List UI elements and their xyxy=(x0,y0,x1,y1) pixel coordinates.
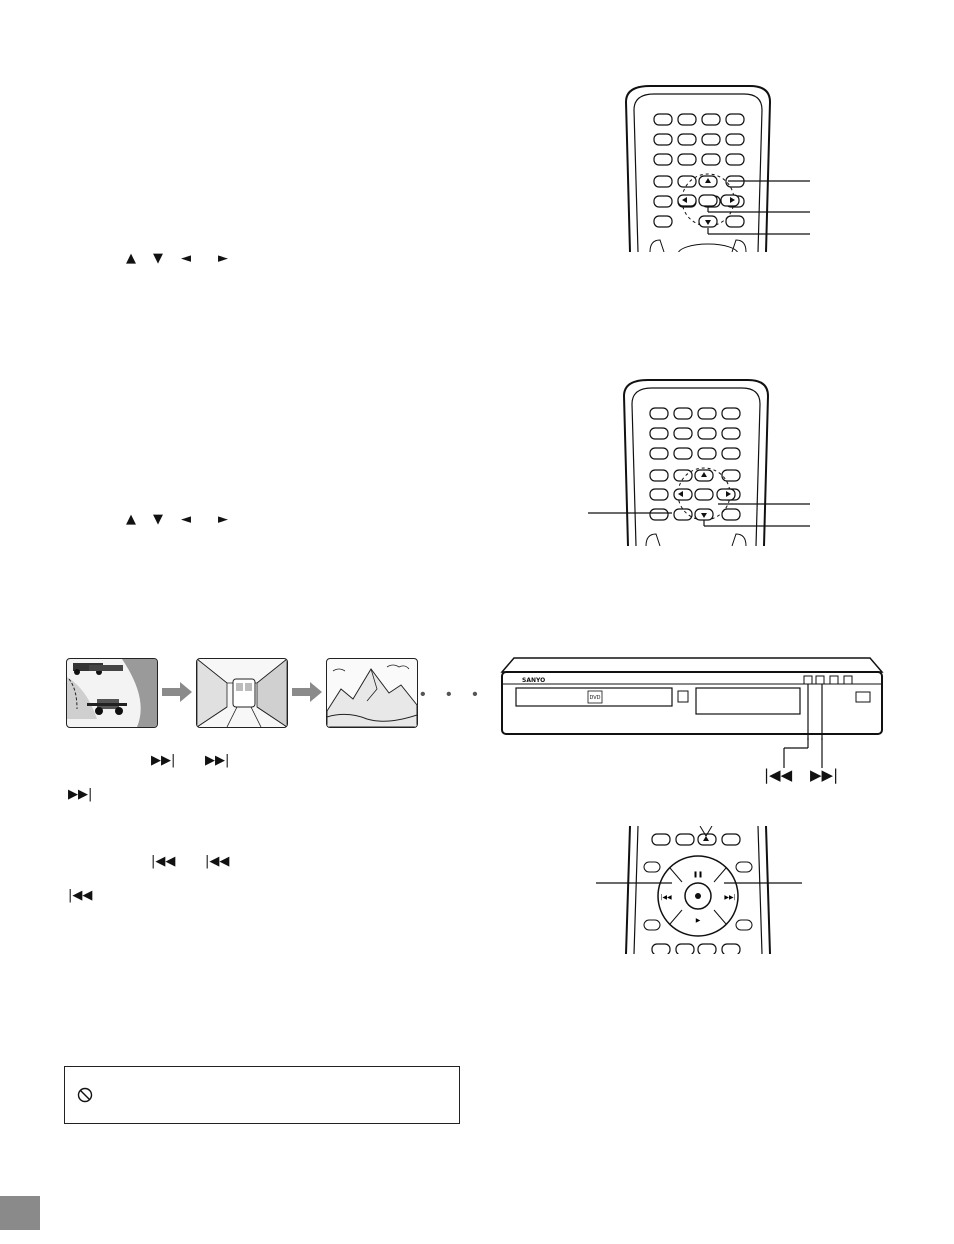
next-chapter-icon: ▶▶| xyxy=(68,787,93,802)
thumbnail-mountain-landscape xyxy=(326,658,418,728)
brand-logo: SANYO xyxy=(522,677,545,684)
dvd-player: DVD SANYO xyxy=(500,657,884,740)
note-box xyxy=(64,1066,460,1124)
left-arrow-icon: ◄ xyxy=(181,512,191,527)
up-arrow-icon: ▲ xyxy=(126,251,136,266)
remote-control-top-2 xyxy=(588,379,810,546)
thumbnail-tunnel-train xyxy=(196,658,288,728)
previous-chapter-icon: |◀◀ xyxy=(205,854,230,869)
next-chapter-icon: ▶▶| xyxy=(151,753,176,768)
player-previous-label: |◀◀ xyxy=(764,766,793,784)
svg-text:▶: ▶ xyxy=(696,917,701,924)
thumbnail-racing-cars xyxy=(66,658,158,728)
page-tab xyxy=(0,1196,40,1230)
player-callout-lines xyxy=(783,738,823,768)
prohibit-icon xyxy=(77,1087,93,1103)
arrow-symbols-row-2: ▲ ▼ ◄ ► xyxy=(126,513,236,529)
disc-logo: DVD xyxy=(589,695,600,701)
next-chapter-icon: ▶▶| xyxy=(205,753,230,768)
next-scene-arrow-icon xyxy=(162,682,192,702)
remote-control-transport: ❚❚ |◀◀ ▶▶| ▶ xyxy=(596,826,802,954)
down-arrow-icon: ▼ xyxy=(153,251,163,266)
svg-text:❚❚: ❚❚ xyxy=(693,871,703,878)
left-arrow-icon: ◄ xyxy=(181,251,191,266)
previous-chapter-icon: |◀◀ xyxy=(68,888,93,903)
remote-control-top-1 xyxy=(624,85,810,252)
arrow-symbols-row-1: ▲ ▼ ◄ ► xyxy=(126,252,236,268)
svg-text:|◀◀: |◀◀ xyxy=(660,894,672,901)
next-scene-arrow-icon xyxy=(292,682,322,702)
right-arrow-icon: ► xyxy=(218,251,228,266)
up-arrow-icon: ▲ xyxy=(126,512,136,527)
continuation-dots: • • • xyxy=(420,686,486,703)
previous-chapter-icon: |◀◀ xyxy=(151,854,176,869)
svg-text:▶▶|: ▶▶| xyxy=(724,894,735,901)
down-arrow-icon: ▼ xyxy=(153,512,163,527)
player-next-label: ▶▶| xyxy=(810,766,839,784)
right-arrow-icon: ► xyxy=(218,512,228,527)
